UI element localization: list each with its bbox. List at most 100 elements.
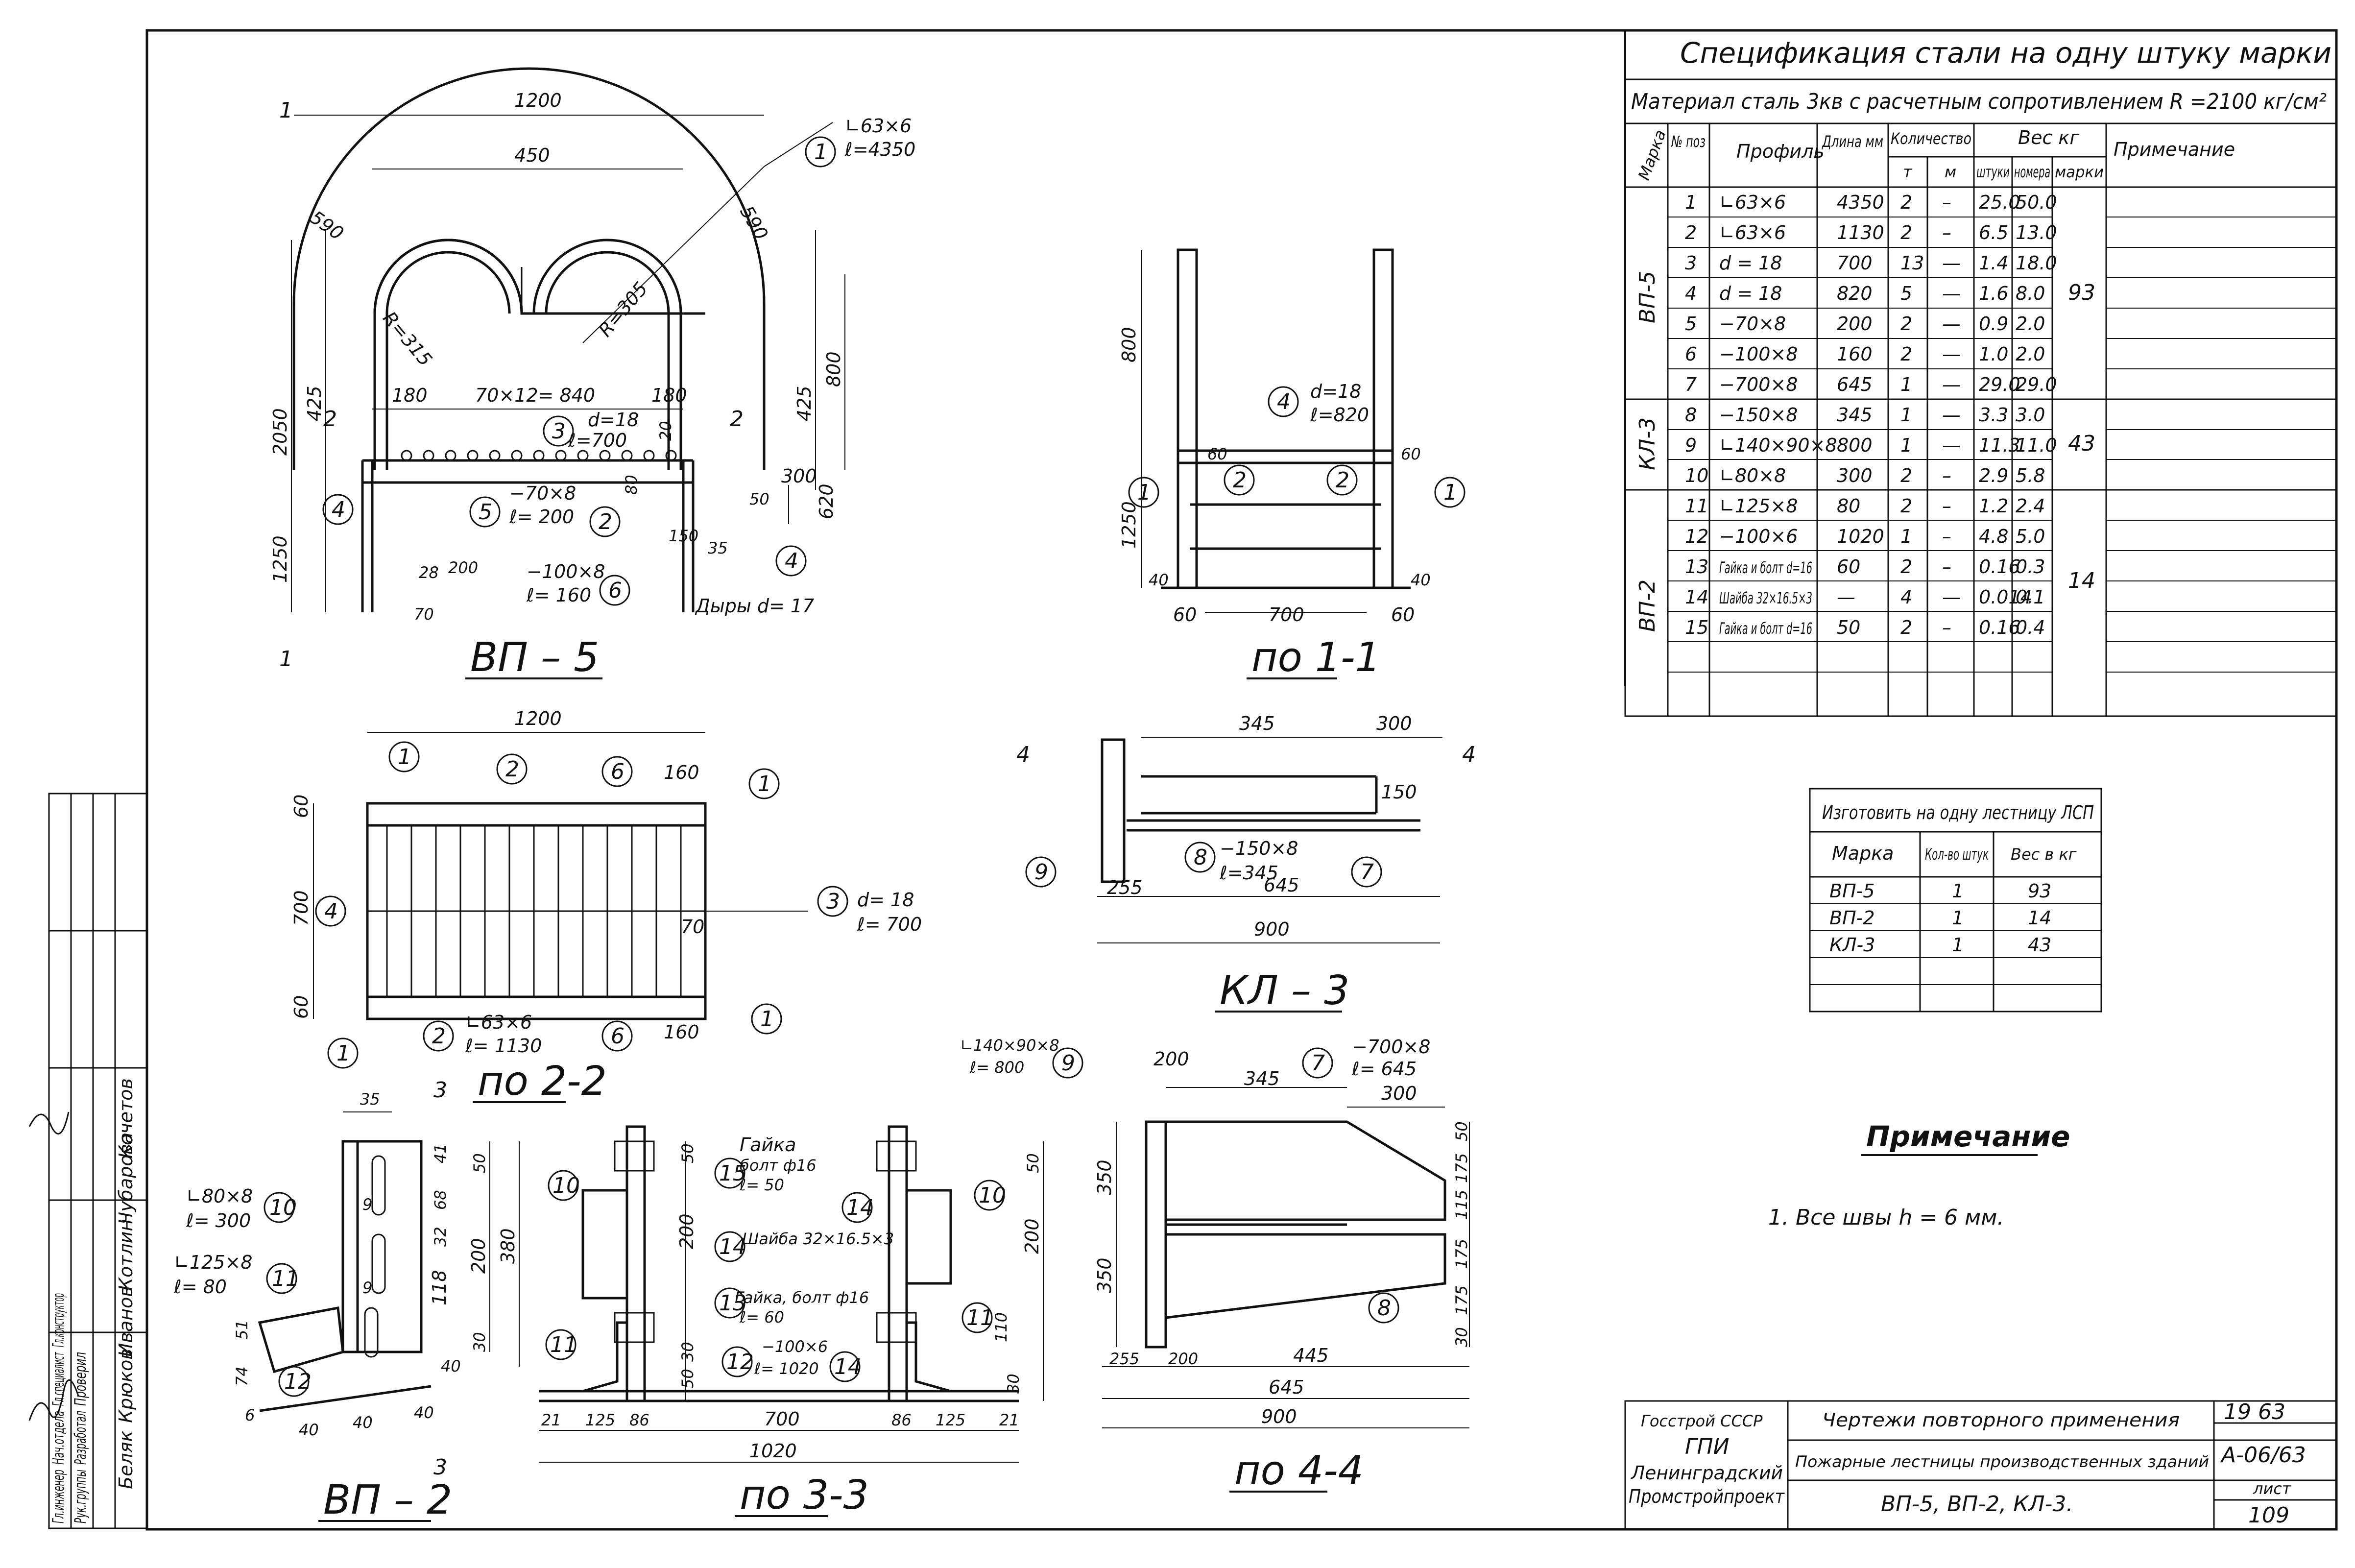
vp5-dim: 20 — [656, 421, 675, 441]
s33-dim: 50 — [1024, 1153, 1042, 1173]
s44-dim: 445 — [1293, 1345, 1329, 1366]
vp5-dim: 425 — [793, 386, 815, 421]
s22-dim: ℓ= 700 — [857, 914, 922, 935]
view-section-4-4: 200 345 300 350 350 50 175 115 175 175 3… — [960, 1036, 1471, 1494]
spec-cell-m: — — [1942, 313, 1961, 335]
stamp-title1: Чертежи повторного применения — [1822, 1409, 2180, 1431]
spec-cell-posw: 0.1 — [2016, 586, 2045, 608]
vp2-dim: 68 — [431, 1190, 450, 1210]
spec-cell-pos: 15 — [1685, 617, 1708, 638]
stamp-year: 19 63 — [2224, 1399, 2285, 1424]
spec-cell-t: 1 — [1900, 374, 1912, 395]
spec-cell-posw: 0.4 — [2016, 617, 2045, 638]
s33-dim: 50 — [678, 1369, 697, 1389]
spec-cell-length: 1130 — [1837, 222, 1884, 243]
vp5-dim: 28 — [419, 563, 439, 582]
vp2-dim: ℓ= 300 — [186, 1210, 251, 1231]
stamp-org4: Промстройпроект — [1629, 1486, 1785, 1507]
spec-cell-piece: 0.16 — [1979, 556, 2020, 578]
spec-h-w-mark: марки — [2055, 163, 2104, 181]
s44-dim: 200 — [1153, 1048, 1189, 1070]
spec-cell-posw: 3.0 — [2016, 404, 2045, 426]
spec-cell-posw: 2.0 — [2016, 343, 2045, 365]
spec-cell-m: — — [1942, 252, 1961, 274]
vp2-dim: 9 — [362, 1195, 372, 1214]
vp2-dim: 51 — [233, 1320, 251, 1340]
spec-cell-piece: 3.3 — [1979, 404, 2008, 426]
ladder-cell-qty: 1 — [1952, 934, 1964, 956]
vp5-dim: 80 — [622, 475, 641, 495]
s44-dim: 200 — [1168, 1350, 1198, 1368]
vp2-dim: 32 — [431, 1227, 450, 1247]
ladder-cell-qty: 1 — [1952, 880, 1964, 902]
svg-text:3: 3 — [826, 889, 840, 914]
svg-text:11: 11 — [550, 1332, 577, 1357]
stamp-title2: Пожарные лестницы производственных здани… — [1795, 1452, 2209, 1471]
spec-cell-piece: 11.3 — [1979, 434, 2020, 456]
vp5-dim: −100×8 — [527, 561, 605, 582]
spec-cell-pos: 3 — [1685, 252, 1697, 274]
approval-name: Кочетов — [115, 1078, 137, 1158]
vp5-dim: 1200 — [514, 90, 562, 111]
spec-cell-m: – — [1942, 465, 1951, 486]
spec-group-mark: КЛ-3 — [1635, 417, 1660, 470]
approval-name: Чубарова — [115, 1133, 137, 1225]
s44-dim: ℓ= 800 — [969, 1058, 1024, 1077]
svg-text:6: 6 — [608, 578, 622, 603]
spec-cell-profile: −70×8 — [1719, 313, 1786, 335]
spec-cell-pos: 8 — [1685, 404, 1697, 426]
s33-dim: болт ф16 — [740, 1156, 817, 1175]
approval-role: Гл.конструктор — [49, 1293, 68, 1347]
svg-text:10: 10 — [269, 1195, 297, 1220]
spec-cell-piece: 1.4 — [1979, 252, 2008, 274]
ladder-h-mark: Марка — [1832, 843, 1894, 864]
spec-cell-m: — — [1942, 404, 1961, 426]
svg-text:4: 4 — [1462, 742, 1476, 767]
spec-cell-m: — — [1942, 374, 1961, 395]
stamp-org1: Госстрой СССР — [1641, 1412, 1763, 1430]
svg-text:10: 10 — [979, 1183, 1006, 1208]
s22-dim: 160 — [664, 1021, 699, 1043]
spec-h-pos: № поз — [1671, 132, 1706, 151]
s33-dim: ℓ= 50 — [739, 1176, 784, 1194]
s44-dim: 175 — [1452, 1285, 1471, 1315]
svg-text:2: 2 — [323, 407, 337, 432]
spec-group-mark: ВП-5 — [1635, 271, 1660, 323]
vp2-dim: 40 — [414, 1403, 434, 1422]
spec-cell-profile: −150×8 — [1719, 404, 1798, 426]
spec-cell-pos: 10 — [1685, 465, 1708, 486]
spec-cell-m: — — [1942, 343, 1961, 365]
s11-dim: 40 — [1411, 571, 1431, 589]
vp2-dim: 50 — [470, 1153, 489, 1173]
spec-cell-posw: 8.0 — [2016, 283, 2045, 304]
spec-cell-t: 1 — [1900, 404, 1912, 426]
stamp-code: А-06/63 — [2220, 1443, 2306, 1468]
view-vp2: 35 50 41 68 32 200 118 380 30 51 74 6 40… — [173, 1078, 520, 1523]
spec-cell-pos: 7 — [1685, 374, 1697, 395]
svg-text:6: 6 — [611, 1024, 625, 1049]
spec-cell-t: 2 — [1900, 556, 1912, 578]
spec-cell-profile: ∟63×6 — [1719, 222, 1786, 243]
view-kl3: 345 300 150 255 645 900 −150×8 ℓ=345 89 … — [1016, 713, 1476, 1014]
s44-dim: ℓ= 645 — [1351, 1058, 1417, 1080]
spec-h-w-piece: штуки — [1976, 163, 2010, 181]
vp5-dim: 35 — [708, 539, 728, 557]
spec-cell-length: 50 — [1837, 617, 1860, 638]
kl3-dim: 645 — [1264, 874, 1299, 896]
spec-cell-length: 820 — [1837, 283, 1873, 304]
vp5-dim: 70×12= 840 — [475, 385, 595, 406]
kl3-dim: −150×8 — [1220, 838, 1298, 859]
s33-dim: Гайка, болт ф16 — [735, 1288, 869, 1307]
s22-dim: 1200 — [514, 708, 562, 729]
svg-text:3: 3 — [552, 419, 566, 444]
svg-text:2: 2 — [1233, 468, 1247, 493]
svg-text:8: 8 — [1377, 1296, 1391, 1321]
s33-dim: ℓ= 1020 — [754, 1359, 819, 1378]
vp5-dim: 50 — [749, 490, 769, 508]
spec-cell-posw: 11.0 — [2016, 434, 2057, 456]
s33-dim: −100×6 — [762, 1337, 828, 1356]
vp2-dim: 41 — [431, 1143, 450, 1163]
vp2-dim: ∟125×8 — [174, 1252, 252, 1273]
